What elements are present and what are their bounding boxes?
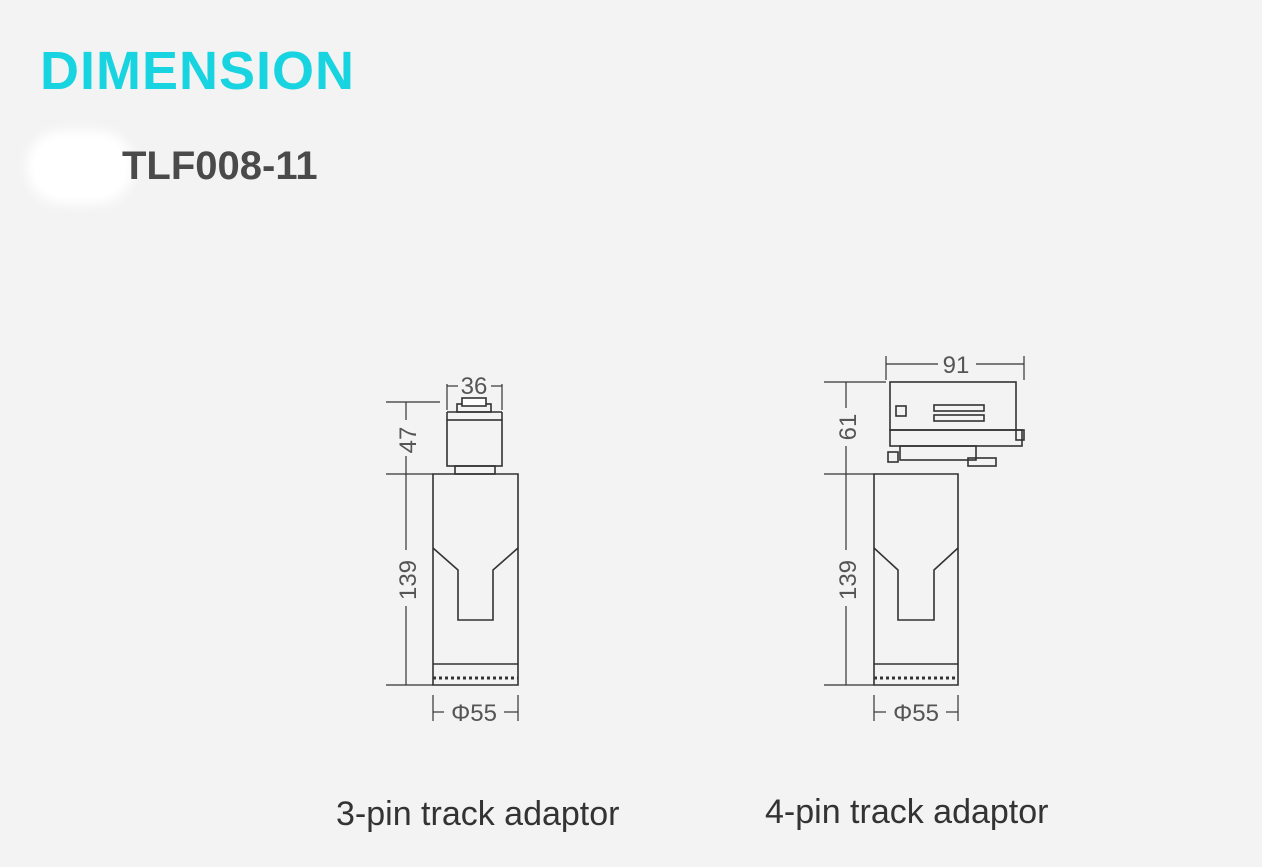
model-number: TLF008-11 [122, 144, 318, 188]
redacted-logo [34, 138, 126, 196]
three-pin-adaptor-height-label: 47 [395, 427, 422, 454]
four-pin-diameter-label: Φ55 [893, 700, 939, 727]
four-pin-luminaire [824, 356, 1025, 721]
four-pin-adaptor [889, 381, 1017, 431]
four-pin-body [873, 473, 959, 686]
three-pin-top-width-label: 36 [461, 373, 488, 400]
three-pin-diameter-label: Φ55 [451, 700, 497, 727]
page-title: DIMENSION [40, 41, 356, 101]
four-pin-top-width-label: 91 [943, 352, 970, 379]
three-pin-adaptor [446, 419, 503, 467]
four-pin-caption: 4-pin track adaptor [765, 793, 1049, 831]
four-pin-adaptor-height-label: 61 [835, 414, 862, 441]
three-pin-caption: 3-pin track adaptor [336, 795, 620, 833]
three-pin-luminaire [386, 384, 519, 721]
three-pin-body [432, 473, 519, 686]
four-pin-body-height-label: 139 [835, 560, 862, 600]
three-pin-body-height-label: 139 [395, 560, 422, 600]
